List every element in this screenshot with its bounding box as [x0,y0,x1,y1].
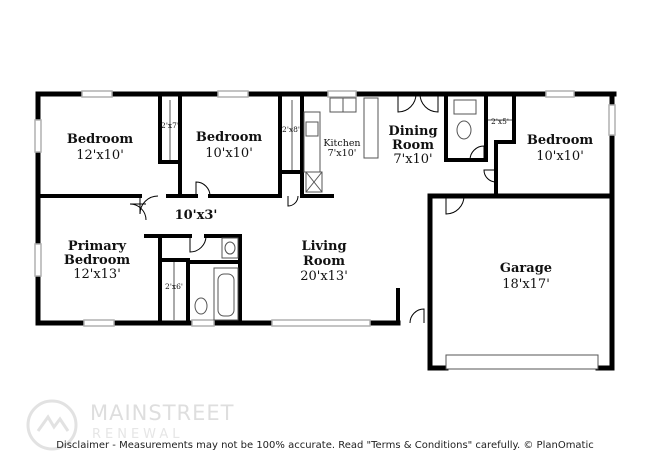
primary-dims: 12'x13' [73,267,121,282]
door-dining-french-left [397,93,417,113]
closet-3-dims: 2'x5' [491,117,509,126]
window-bed3-right [608,104,616,136]
door-primary [189,235,207,253]
logo-subtext: RENEWAL [92,427,184,442]
door-bed1 [139,195,159,215]
window-primary-bottom [83,319,115,327]
door-hall-left [129,203,147,221]
bedroom-1-dims: 12'x10' [76,148,124,163]
door-bed2 [195,181,211,197]
kitchen-name: Kitchen [323,138,360,149]
bath-sink-basin [224,241,236,255]
room-labels: Bedroom 12'x10' Bedroom 10'x10' Kitchen … [64,117,594,292]
logo-circle-icon [26,399,78,451]
bedroom-3-dims: 10'x10' [536,149,584,164]
bedroom-2-name: Bedroom [196,130,263,145]
closet-2-dims: 2'x8' [282,125,300,134]
garage-door [445,354,599,370]
living-dims: 20'x13' [300,269,348,284]
bath-toilet [194,297,208,315]
window-bath-bottom [191,319,215,327]
door-util [469,145,485,161]
door-bed3 [483,169,497,183]
window-bed2-top [217,90,249,98]
logo-text: MAINSTREET [90,401,235,425]
dining-dims: 7'x10' [393,152,432,167]
windows [34,90,616,327]
kitchen-counter [303,111,321,173]
kitchen-stove [305,121,319,137]
garage-dims: 18'x17' [502,277,550,292]
living-name-2: Room [303,254,345,269]
hall-dims: 10'x3' [175,208,218,223]
window-bed1-top [81,90,113,98]
living-name-1: Living [301,239,346,254]
window-bed1-left [34,119,42,153]
window-kitchen-top [327,90,357,98]
primary-name-2: Bedroom [64,253,131,268]
window-bed3-top [545,90,575,98]
kitchen-fridge-x2 [305,171,323,193]
interior-walls [36,92,516,325]
kitchen-island [363,97,379,159]
door-front [409,308,425,324]
dining-name-1: Dining [388,124,437,139]
door-dining-french-right [419,93,439,113]
closet-4-dims: 2'x6' [165,282,183,291]
primary-name-1: Primary [68,239,127,254]
disclaimer-text: Disclaimer - Measurements may not be 100… [56,440,594,451]
bathtub-inner [217,273,235,317]
door-garage [445,195,465,215]
garage-name: Garage [500,261,552,276]
door-closet2 [287,195,299,207]
util-sink [453,99,477,115]
closet-1-dims: 2'x7' [161,121,179,130]
kitchen-dims: 7'x10' [328,148,357,159]
util-toilet [456,120,472,140]
window-living-bottom [271,319,371,327]
mainstreet-logo: MAINSTREET RENEWAL [24,397,254,455]
fixtures [169,97,512,321]
dining-name-2: Room [392,138,434,153]
bedroom-1-name: Bedroom [67,132,134,147]
bedroom-2-dims: 10'x10' [205,146,253,161]
window-primary-left [34,243,42,277]
bedroom-3-name: Bedroom [527,133,594,148]
doors [129,93,497,324]
